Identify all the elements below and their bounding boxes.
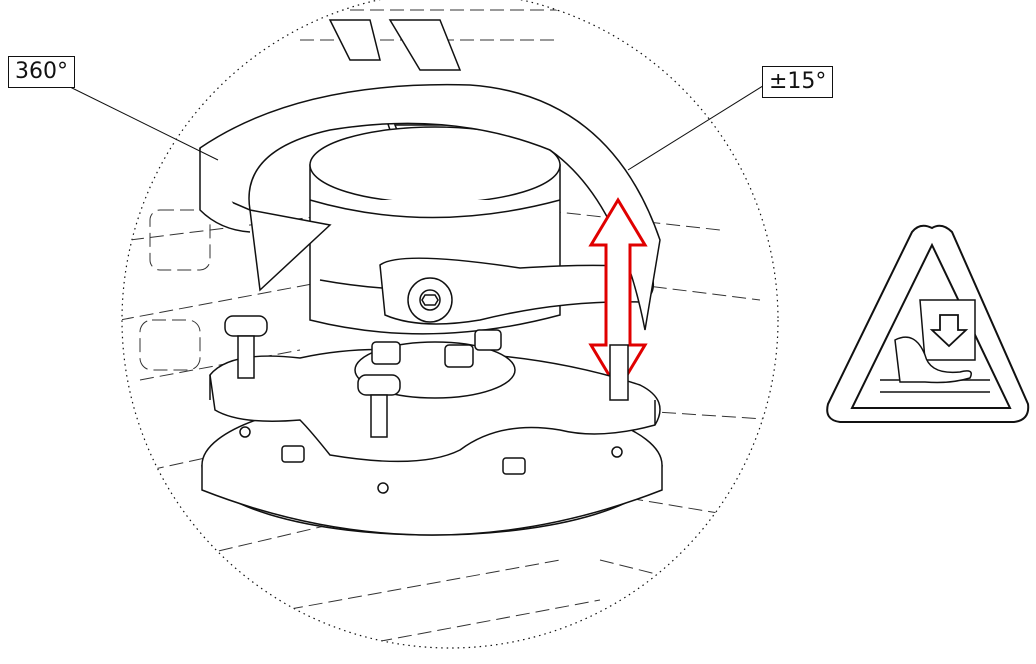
detail-view-circle <box>121 0 779 649</box>
leader-line-rotation <box>67 85 219 161</box>
base-plate <box>201 341 663 536</box>
rotation-arrow <box>199 83 661 331</box>
tilt-angle-label: ±15° <box>762 66 834 98</box>
crush-hazard-warning-icon <box>826 224 1030 423</box>
lever-handle <box>379 257 655 325</box>
pins-and-screws <box>224 315 629 494</box>
leader-line-tilt <box>627 83 767 171</box>
rotation-angle-label: 360° <box>8 56 75 88</box>
